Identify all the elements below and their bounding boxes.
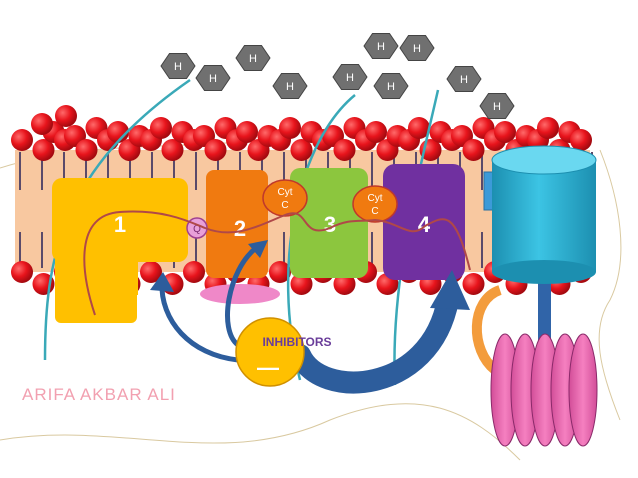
complex-2-base bbox=[200, 284, 280, 304]
proton-h: H bbox=[446, 66, 482, 92]
cyt-c-1[interactable]: Cyt C bbox=[262, 179, 308, 217]
phospholipid-head bbox=[75, 139, 98, 161]
electron-flow-wire bbox=[83, 210, 471, 316]
phospholipid-head bbox=[333, 139, 356, 161]
atp-synthase-head bbox=[492, 160, 596, 272]
phospholipid-head bbox=[279, 117, 301, 139]
phospholipid-head bbox=[11, 261, 33, 283]
cyt-c-1-line1: Cyt bbox=[278, 187, 293, 198]
phospholipid-head bbox=[570, 129, 592, 151]
proton-label: H bbox=[387, 81, 395, 93]
complex-4-label: 4 bbox=[418, 212, 431, 237]
cyt-c-2[interactable]: Cyt C bbox=[352, 185, 398, 223]
inhibitors-minus: — bbox=[257, 355, 279, 380]
proton-h: H bbox=[272, 73, 308, 99]
proton-label: H bbox=[174, 61, 182, 73]
rotor-subunit bbox=[568, 333, 598, 447]
complex-1-step bbox=[120, 255, 138, 295]
phospholipid-head bbox=[31, 113, 53, 135]
complex-1-label: 1 bbox=[114, 212, 126, 237]
proton-label: H bbox=[286, 81, 294, 93]
phospholipid-head bbox=[290, 139, 313, 161]
proton-label: H bbox=[209, 73, 217, 85]
phospholipid-head bbox=[32, 139, 55, 161]
atp-synthase-head-top bbox=[491, 145, 597, 175]
proton-h: H bbox=[479, 93, 515, 119]
cyt-c-2-line2: C bbox=[371, 206, 378, 217]
inhibitors-label: INHIBITORS bbox=[262, 335, 331, 349]
phospholipid-head bbox=[494, 121, 516, 143]
complex-4[interactable]: 4 bbox=[383, 164, 465, 280]
proton-h: H bbox=[332, 64, 368, 90]
proton-h: H bbox=[399, 35, 435, 61]
phospholipid-head bbox=[269, 261, 291, 283]
proton-label: H bbox=[460, 74, 468, 86]
inhibitor-arrows bbox=[150, 240, 470, 394]
proton-label: H bbox=[377, 41, 385, 53]
phospholipid-head bbox=[408, 117, 430, 139]
complex-2[interactable]: 2 bbox=[200, 170, 280, 304]
author-credit: ARIFA AKBAR ALI bbox=[22, 385, 176, 404]
atp-synthase[interactable] bbox=[471, 145, 598, 447]
phospholipid-head bbox=[183, 261, 205, 283]
complex-1[interactable]: 1 bbox=[52, 178, 188, 323]
proton-h: H bbox=[160, 53, 196, 79]
q-label: Q bbox=[193, 224, 201, 235]
arrow-to-complex-4 bbox=[289, 289, 459, 394]
phospholipid-head bbox=[150, 117, 172, 139]
proton-h: H bbox=[195, 65, 231, 91]
arrow-to-complex-1 bbox=[159, 281, 239, 363]
phospholipid-head bbox=[462, 273, 485, 295]
phospholipid-head bbox=[537, 117, 559, 139]
phospholipid-head bbox=[204, 139, 227, 161]
phospholipid-head bbox=[161, 139, 184, 161]
phospholipid-head bbox=[462, 139, 485, 161]
cyt-c-1-line2: C bbox=[281, 200, 288, 211]
arrow-to-complex-2 bbox=[225, 246, 258, 347]
phospholipid-head bbox=[11, 129, 33, 151]
proton-label: H bbox=[249, 53, 257, 65]
atp-synthase-arm bbox=[471, 285, 503, 374]
proton-h: H bbox=[373, 73, 409, 99]
complex-2-label: 2 bbox=[234, 216, 246, 241]
phospholipid-head bbox=[365, 121, 387, 143]
phospholipid-head bbox=[55, 105, 77, 127]
phospholipid-head bbox=[290, 273, 313, 295]
atp-synthase-stalk bbox=[538, 276, 551, 346]
cyt-c-2-line1: Cyt bbox=[368, 193, 383, 204]
complex-3[interactable]: 3 bbox=[290, 168, 368, 278]
proton-label: H bbox=[346, 72, 354, 84]
atp-synthase-rotor bbox=[490, 333, 598, 447]
complex-1-bottom bbox=[55, 255, 137, 323]
inhibitors-badge[interactable]: INHIBITORS — bbox=[235, 317, 332, 387]
proton-label: H bbox=[493, 101, 501, 113]
phospholipid-head bbox=[140, 261, 162, 283]
proton-h: H bbox=[235, 45, 271, 71]
proton-h: H bbox=[363, 33, 399, 59]
phospholipid-head bbox=[333, 273, 356, 295]
phospholipid-head bbox=[236, 121, 258, 143]
protons: H H H H H H H H H H bbox=[160, 33, 515, 119]
proton-label: H bbox=[413, 43, 421, 55]
complex-3-label: 3 bbox=[324, 212, 336, 237]
